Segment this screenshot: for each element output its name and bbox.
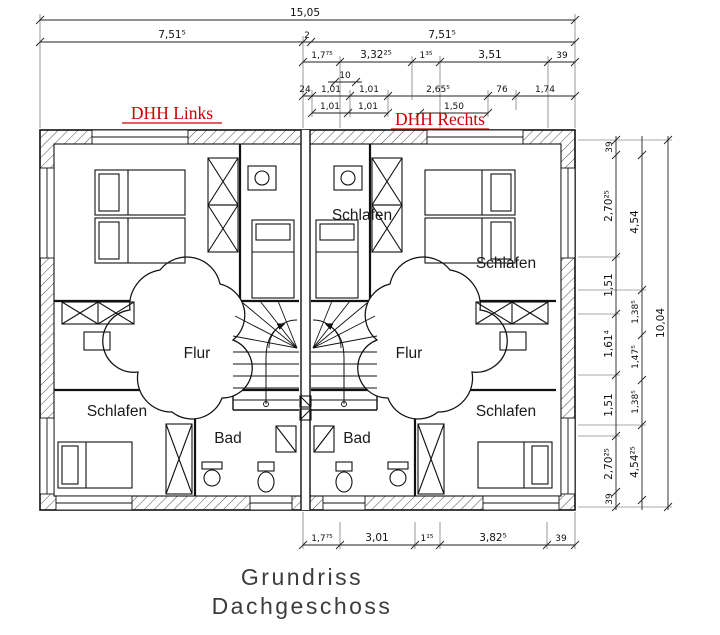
window bbox=[249, 495, 293, 511]
unit-title-rechts-text: DHH Rechts bbox=[395, 109, 485, 129]
flur-outline bbox=[102, 256, 253, 420]
wardrobe bbox=[207, 157, 239, 253]
room-labels: Schlafen Schlafen Flur Flur Schlafen Sch… bbox=[87, 207, 536, 447]
dim-total-width: 15,05 bbox=[290, 7, 320, 19]
unit-title-links-text: DHH Links bbox=[131, 103, 213, 123]
dim-ri-2: 2,70²⁵ bbox=[603, 190, 615, 222]
dim-b-2: 3,01 bbox=[365, 532, 388, 544]
window bbox=[560, 167, 576, 259]
dim-r3-1: 1,7⁷⁵ bbox=[311, 51, 333, 61]
dim-r6-1: 1,01 bbox=[320, 102, 340, 112]
unit-title-rechts: DHH Rechts bbox=[391, 109, 489, 130]
dim-b-5: 39 bbox=[555, 534, 567, 544]
dim-left-half: 7,51⁵ bbox=[158, 29, 186, 41]
dim-center-wall: 2 bbox=[304, 31, 310, 41]
dim-ri-5: 1,51 bbox=[603, 393, 615, 416]
dim-rm-1: 4,54 bbox=[629, 210, 641, 234]
staircase bbox=[232, 300, 299, 407]
dim-extension-lines bbox=[39, 14, 576, 128]
room-label-schlafen-bottom-right: Schlafen bbox=[476, 403, 536, 420]
bed bbox=[57, 441, 133, 489]
room-label-schlafen-top-center: Schlafen bbox=[332, 207, 392, 224]
window bbox=[55, 495, 133, 511]
drawing-title: Grundriss Dachgeschoss bbox=[212, 564, 393, 619]
window bbox=[560, 417, 576, 495]
unit-left-interior bbox=[54, 144, 299, 496]
dim-r3-5: 39 bbox=[556, 51, 568, 61]
dim-r5-5: 76 bbox=[496, 85, 508, 95]
dim-rm-5: 4,54²⁵ bbox=[629, 446, 641, 478]
dim-extension-lines-right bbox=[578, 139, 672, 508]
wardrobe bbox=[61, 301, 135, 325]
dim-rm-2: 1,38⁵ bbox=[631, 300, 641, 324]
dim-ri-7: 39 bbox=[605, 493, 615, 505]
dim-r6-3: 1,50 bbox=[444, 102, 464, 112]
floor-plan bbox=[39, 129, 576, 511]
dim-rm-3: 1,47⁵ bbox=[631, 345, 641, 369]
dim-extension-lines-bottom bbox=[302, 512, 576, 549]
room-label-schlafen-top-right: Schlafen bbox=[476, 255, 536, 272]
room-label-schlafen-bottom-left: Schlafen bbox=[87, 403, 147, 420]
dim-r5-4: 2,65⁵ bbox=[426, 85, 450, 95]
dim-b-4: 3,82⁵ bbox=[479, 532, 507, 544]
dim-b-3: 1¹⁵ bbox=[421, 534, 434, 544]
window bbox=[482, 495, 560, 511]
dim-r4-1: 10 bbox=[339, 71, 351, 81]
room-label-bad-left: Bad bbox=[214, 430, 242, 447]
drawing-title-line2: Dachgeschoss bbox=[212, 593, 393, 619]
dim-rm-4: 1,38⁵ bbox=[631, 390, 641, 414]
dim-right-total: 10,04 bbox=[655, 308, 667, 338]
drawing-title-line1: Grundriss bbox=[241, 564, 363, 590]
bed bbox=[94, 217, 186, 264]
dim-r5-6: 1,74 bbox=[535, 85, 555, 95]
side-table bbox=[247, 165, 277, 191]
dim-ri-1: 39 bbox=[605, 141, 615, 153]
dim-r5-3: 1,01 bbox=[359, 85, 379, 95]
dim-r5-1: 24 bbox=[299, 85, 311, 95]
window bbox=[39, 417, 55, 495]
unit-title-links: DHH Links bbox=[122, 103, 222, 124]
room-label-flur-right: Flur bbox=[396, 345, 423, 362]
bath-fixtures bbox=[201, 425, 297, 493]
wardrobe bbox=[165, 423, 193, 495]
dim-r3-2: 3,32²⁵ bbox=[360, 49, 392, 61]
dim-ri-4: 1,61⁴ bbox=[603, 330, 615, 358]
window bbox=[426, 129, 524, 145]
window bbox=[322, 495, 366, 511]
window bbox=[39, 167, 55, 259]
bed bbox=[251, 219, 295, 299]
dim-bottom: 1,7⁷⁵ 3,01 1¹⁵ 3,82⁵ 39 bbox=[298, 512, 580, 550]
room-label-bad-right: Bad bbox=[343, 430, 371, 447]
dim-right-half: 7,51⁵ bbox=[428, 29, 456, 41]
dim-ri-6: 2,70²⁵ bbox=[603, 448, 615, 480]
dim-r3-4: 3,51 bbox=[478, 49, 501, 61]
party-wall bbox=[299, 130, 312, 510]
dim-ri-3: 1,51 bbox=[603, 273, 615, 296]
dim-r6-2: 1,01 bbox=[358, 102, 378, 112]
dim-r5-2: 1,01 bbox=[321, 85, 341, 95]
bed bbox=[94, 169, 186, 216]
dresser bbox=[83, 331, 111, 351]
dim-r3-3: 1³⁵ bbox=[420, 51, 433, 61]
room-label-flur-left: Flur bbox=[184, 345, 211, 362]
dim-top: 15,05 7,51⁵ 2 7,51⁵ 1,7⁷⁵ 3,32²⁵ 1³⁵ 3,5… bbox=[35, 7, 580, 128]
dim-right: 39 2,70²⁵ 1,51 1,61⁴ 1,51 2,70²⁵ 39 4,54… bbox=[578, 135, 673, 512]
dim-b-1: 1,7⁷⁵ bbox=[311, 534, 333, 544]
window bbox=[91, 129, 189, 145]
